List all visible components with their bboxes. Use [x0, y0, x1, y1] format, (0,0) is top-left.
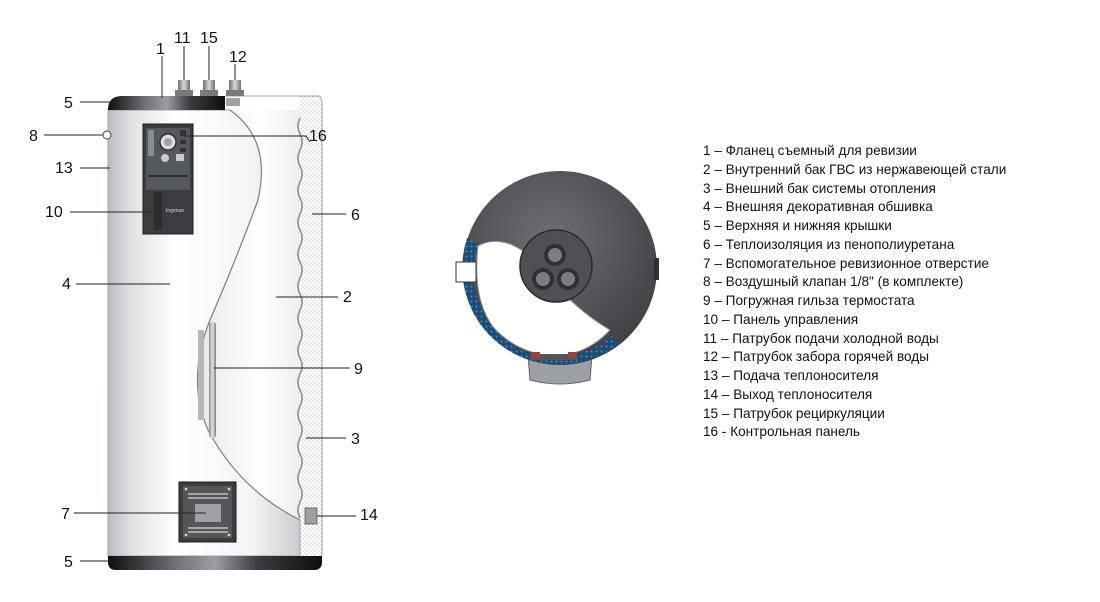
tank-side-view: Ingenue: [102, 80, 323, 570]
callout-8: 8: [29, 128, 38, 145]
legend-item: 6 – Теплоизоляция из пенополиуретана: [703, 236, 955, 252]
inspection-hatch: [178, 481, 237, 543]
legend-item: 2 – Внутренний бак ГВС из нержавеющей ст…: [703, 161, 1007, 177]
callout-16: 16: [309, 128, 327, 145]
legend-item: 16 - Контрольная панель: [703, 424, 861, 440]
callout-1: 1: [156, 41, 165, 58]
bottom-cap: [108, 556, 322, 570]
callout-3: 3: [351, 431, 360, 448]
callout-12: 12: [229, 49, 247, 66]
callout-13: 13: [55, 160, 73, 177]
panel-brand: Ingenue: [166, 208, 184, 214]
callout-7: 7: [61, 506, 70, 523]
heating-outlet-pipe: [304, 507, 318, 525]
callout-5-top: 5: [64, 95, 73, 112]
legend-item: 15 – Патрубок рециркуляции: [703, 405, 885, 421]
legend-list: 1 – Фланец съемный для ревизии 2 – Внутр…: [703, 142, 1006, 442]
legend-item: 9 – Погружная гильза термостата: [703, 293, 915, 308]
callout-11: 11: [174, 30, 191, 47]
top-cap: [108, 96, 225, 110]
legend-item: 5 – Верхняя и нижняя крышки: [703, 218, 892, 233]
legend-item: 10 – Панель управления: [703, 311, 859, 327]
callout-14: 14: [360, 507, 378, 524]
callout-10: 10: [45, 204, 63, 221]
callout-2: 2: [343, 289, 352, 306]
legend-item: 1 – Фланец съемный для ревизии: [703, 143, 917, 158]
legend-item: 3 – Внешний бак системы отопления: [703, 180, 936, 196]
thermostat-sleeve: [209, 322, 216, 438]
legend-item: 13 – Подача теплоносителя: [703, 368, 879, 383]
callout-4: 4: [62, 276, 71, 293]
legend-item: 4 – Внешняя декоративная обшивка: [703, 199, 933, 215]
top-pipes: [175, 80, 244, 106]
tank-top-view: [455, 171, 659, 385]
callout-labels: 1 11 15 12 5 8 16 13 10 6 4 2 9 3 7 14 5: [29, 30, 378, 571]
legend-item: 14 – Выход теплоносителя: [703, 386, 873, 402]
legend-item: 12 – Патрубок забора горячей воды: [703, 349, 929, 365]
top-pipe-ends: [532, 244, 579, 290]
air-valve: [102, 130, 112, 140]
heat-exchanger-ring: [462, 238, 538, 362]
inner-tank-wall: [297, 117, 303, 519]
callout-9: 9: [354, 361, 363, 378]
inner-tank: [197, 110, 300, 520]
legend-item: 7 – Вспомогательное ревизионное отверсти…: [703, 255, 989, 271]
leader-lines: [44, 46, 356, 562]
legend-item: 11 – Патрубок подачи холодной воды: [703, 330, 939, 346]
callout-5-bottom: 5: [64, 554, 73, 571]
callout-15: 15: [200, 30, 218, 47]
legend-item: 8 – Воздушный клапан 1/8" (в комплекте): [703, 274, 964, 290]
callout-6: 6: [351, 207, 360, 224]
right-controls: [180, 130, 186, 152]
